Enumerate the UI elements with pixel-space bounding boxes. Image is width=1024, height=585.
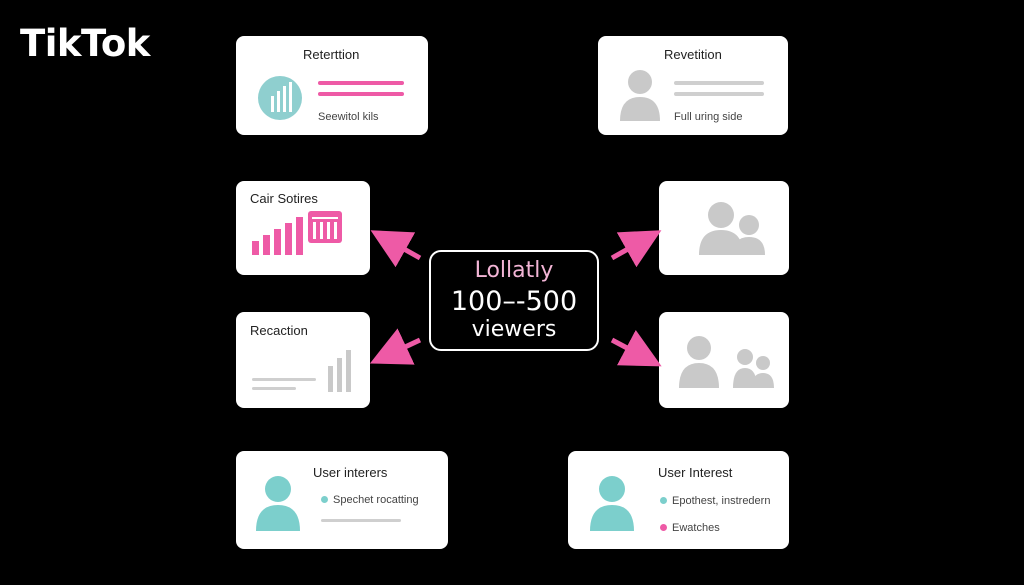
- group-icon: [699, 202, 765, 255]
- legend-label: Ewatches: [672, 522, 720, 534]
- card-retention: Reterttion Seewitol kils: [236, 36, 428, 135]
- center-node: Lollatly 100–-500 viewers: [429, 250, 599, 351]
- tiktok-logo: TikTok: [20, 22, 150, 65]
- legend-dot-teal: [321, 496, 328, 503]
- group-icon: [679, 336, 774, 388]
- person-icon: [590, 476, 634, 531]
- progress-line: [318, 92, 404, 96]
- placeholder-line: [252, 387, 296, 390]
- arrow-to-core-stories-line: [370, 230, 422, 268]
- card-title: User Interest: [658, 465, 733, 480]
- legend-dot-pink: [660, 524, 667, 531]
- legend-label: Epothest, instredern: [672, 495, 771, 507]
- placeholder-line: [674, 92, 764, 96]
- bar-chart-icon: [252, 211, 342, 255]
- center-line-2: 100–-500: [450, 286, 578, 317]
- bar-chart-icon: [328, 350, 351, 392]
- card-audience-group: [659, 312, 789, 408]
- card-user-interest: User Interest Epothest, instredern Ewatc…: [568, 451, 789, 549]
- card-reaction: Recaction: [236, 312, 370, 408]
- arrow-to-reaction-line: [369, 328, 422, 365]
- card-title: Revetition: [664, 47, 722, 62]
- center-line-3: viewers: [471, 317, 557, 342]
- card-core-stories: Cair Sotires: [236, 181, 370, 275]
- card-title: Reterttion: [303, 47, 360, 62]
- progress-line: [318, 81, 404, 85]
- legend-label: Spechet rocatting: [333, 494, 419, 506]
- card-audience-group: [659, 181, 789, 275]
- card-caption: Seewitol kils: [318, 111, 379, 123]
- placeholder-line: [321, 519, 401, 522]
- legend-dot-teal: [660, 497, 667, 504]
- card-title: User interers: [313, 465, 388, 480]
- card-caption: Full uring side: [674, 111, 743, 123]
- center-line-1: Lollatly: [474, 258, 554, 283]
- placeholder-line: [674, 81, 764, 85]
- card-title: Recaction: [250, 323, 308, 338]
- card-user-interests: User interers Spechet rocatting: [236, 451, 448, 549]
- arrow-to-audience-bottom-line: [610, 329, 662, 367]
- card-repetition: Revetition Full uring side: [598, 36, 788, 135]
- person-icon: [256, 476, 300, 531]
- bar-chart-circle-icon: [258, 76, 302, 120]
- placeholder-line: [252, 378, 316, 381]
- arrow-to-audience-top-line: [610, 230, 662, 268]
- person-icon: [620, 70, 660, 121]
- card-title: Cair Sotires: [250, 191, 318, 206]
